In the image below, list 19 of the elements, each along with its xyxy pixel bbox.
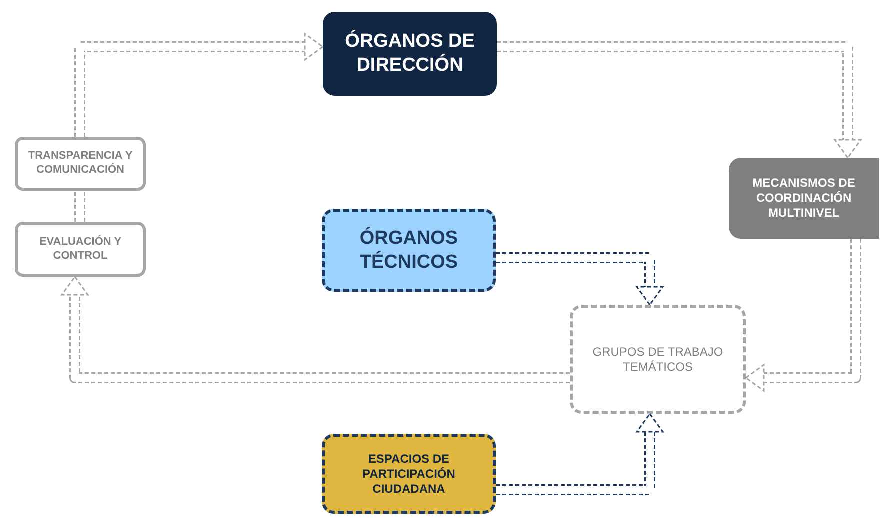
process-box [322,209,496,292]
process-box [729,158,879,239]
node-label: GRUPOS DE TRABAJO TEMÁTICOS [592,344,724,374]
node-label: MECANISMOS DE COORDINACIÓN MULTINIVEL [752,176,856,221]
process-box [322,434,496,514]
process-box [570,305,746,414]
node-label: EVALUACIÓN Y CONTROL [38,236,123,264]
process-box [15,137,146,191]
node-label: ÓRGANOS TÉCNICOS [358,226,460,274]
hollow-arrow [497,42,862,160]
node-label: TRANSPARENCIA Y COMUNICACIÓN [27,150,134,178]
node-label: ÓRGANOS DE DIRECCIÓN [344,30,476,78]
process-box [323,12,497,96]
hollow-arrow [744,239,862,392]
hollow-arrow [496,412,664,496]
node-label: ESPACIOS DE PARTICIPACIÓN CIUDADANA [362,452,456,496]
hollow-arrow [60,276,570,384]
hollow-arrow [496,252,664,306]
hollow-arrow [74,32,324,137]
